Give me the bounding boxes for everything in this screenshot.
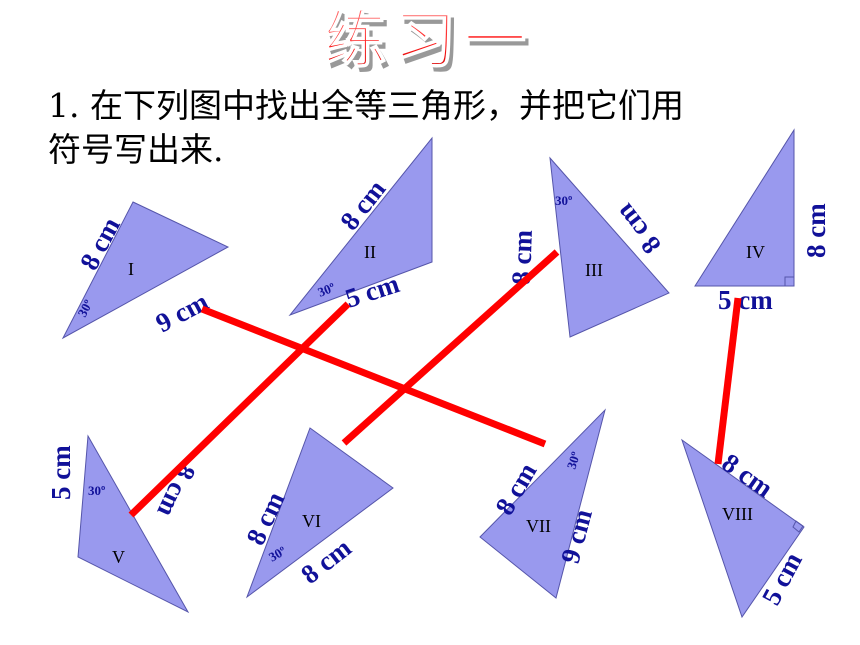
triangle-V-numeral: V xyxy=(112,547,125,567)
triangle-IV-numeral: IV xyxy=(746,242,765,262)
triangle-VIII-numeral: VIII xyxy=(722,504,753,524)
page-title: 练习一 xyxy=(324,3,534,76)
question-line-1: 1. 在下列图中找出全等三角形，并把它们用 xyxy=(48,86,684,125)
question-text: 1. 在下列图中找出全等三角形，并把它们用 符号写出来. xyxy=(48,84,808,172)
triangle-II-numeral: II xyxy=(364,242,376,262)
triangle-IV: IV 8 cm 5 cm xyxy=(694,128,831,315)
triangle-VI-numeral: VI xyxy=(302,511,321,531)
triangle-III-angle: 30º xyxy=(555,193,572,208)
triangle-I: I 8 cm 9 cm 30º xyxy=(61,201,230,340)
match-line-III-VI xyxy=(341,249,560,446)
triangle-I-angle: 30º xyxy=(74,297,95,319)
triangle-VIII: VIII 8 cm 5 cm xyxy=(681,438,808,619)
triangle-V: V 5 cm 8 cm 30º xyxy=(46,434,202,614)
triangle-VII: VII 8 cm 9 cm 30º xyxy=(479,408,606,599)
triangle-IV-side-b: 5 cm xyxy=(718,285,773,315)
match-line-I-VII xyxy=(200,305,547,448)
triangle-III: III 8 cm 8 cm 30º xyxy=(506,156,670,338)
triangle-VI-angle: 30º xyxy=(266,543,288,565)
question-line-2: 符号写出来. xyxy=(48,130,224,169)
triangle-I-numeral: I xyxy=(128,259,134,279)
triangle-V-side-a: 5 cm xyxy=(46,445,76,500)
triangle-III-numeral: III xyxy=(585,260,603,280)
triangle-VII-numeral: VII xyxy=(526,516,551,536)
match-line-IV-VIII xyxy=(714,297,742,465)
triangle-V-angle: 30º xyxy=(88,483,105,498)
triangle-VII-angle: 30º xyxy=(564,450,584,471)
triangle-II-angle: 30º xyxy=(316,279,338,299)
page-title-shadow: 练习一 xyxy=(328,8,538,81)
match-line-II-V xyxy=(128,301,351,518)
triangle-IV-side-a: 8 cm xyxy=(801,203,831,258)
triangle-VI: VI 8 cm 8 cm 30º xyxy=(240,427,394,599)
